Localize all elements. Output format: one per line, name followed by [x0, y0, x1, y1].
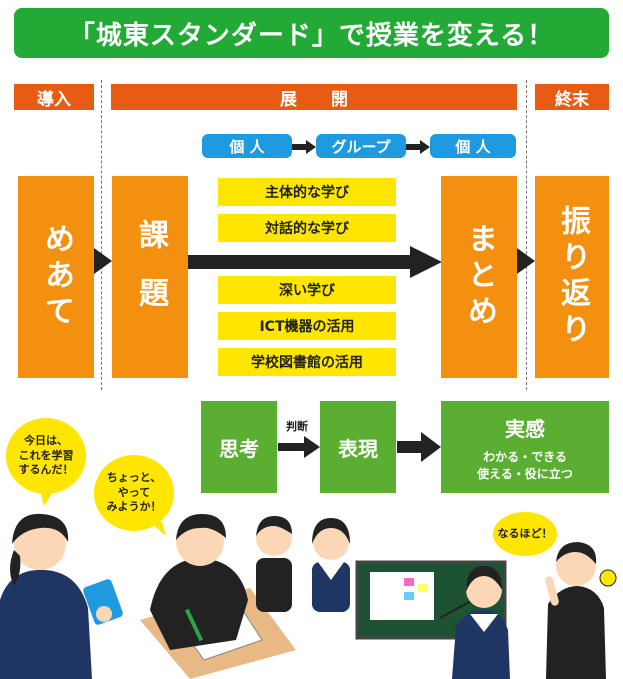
stage-summary-label: まとめ [462, 223, 497, 331]
learning-item-5: 学校図書館の活用 [218, 348, 396, 376]
phase-end: 終末 [535, 84, 609, 110]
process-judge-label: 判断 [286, 420, 308, 433]
divider-intro [101, 80, 102, 390]
speech-bubble-student: なるほど！ [493, 512, 557, 556]
stage-reflect: 振り返り [535, 176, 609, 378]
phase-intro-label: 導入 [37, 89, 71, 110]
learning-item-4-label: ICT機器の活用 [259, 319, 355, 335]
bubble-tail-2 [150, 522, 166, 536]
speech-bubble-teacher-2-text: ちょっと、 やって みようか！ [106, 470, 162, 514]
stage-goal: めあて [18, 176, 94, 378]
process-think-label: 思考 [219, 436, 259, 461]
arrow-think-express [278, 436, 320, 458]
phase-develop-label: 展 開 [280, 89, 348, 110]
speech-bubble-teacher-text: 今日は、 これを学習 するんだ！ [18, 433, 74, 477]
pill-individual-1: 個 人 [202, 134, 292, 158]
arrow-task-summary [188, 246, 442, 278]
process-realize-line2: 使える・役に立つ [477, 466, 573, 481]
process-express: 表現 [320, 401, 396, 493]
learning-item-1-label: 主体的な学び [265, 185, 349, 201]
teacher-figure [0, 513, 123, 679]
arrow-goal-task [94, 248, 112, 274]
stage-task: 課題 [112, 176, 188, 378]
process-think: 思考 [201, 401, 277, 493]
presenting-student [452, 566, 510, 679]
stage-reflect-label: 振り返り [555, 205, 590, 349]
phase-develop: 展 開 [111, 84, 517, 110]
learning-item-2: 対話的な学び [218, 214, 396, 242]
process-realize: 実感 わかる・できる 使える・役に立つ [441, 401, 609, 493]
stage-goal-label: めあて [39, 223, 74, 331]
classroom-illustration [0, 513, 617, 679]
pill-group-label: グループ [331, 137, 391, 156]
pill-individual-2: 個 人 [430, 134, 516, 158]
writing-student [140, 514, 296, 679]
pill-arrow-2 [406, 140, 430, 154]
learning-item-4: ICT機器の活用 [218, 312, 396, 340]
learning-item-3: 深い学び [218, 276, 396, 304]
learning-item-3-label: 深い学び [279, 283, 335, 299]
speech-bubble-student-text: なるほど！ [497, 526, 553, 540]
standing-students [256, 516, 350, 612]
speech-bubble-teacher-2: ちょっと、 やって みようか！ [94, 455, 174, 531]
stage-summary: まとめ [441, 176, 517, 378]
bubble-tail-1 [40, 490, 54, 506]
pill-individual-1-label: 個 人 [229, 137, 265, 156]
stage-task-label: 課題 [133, 219, 168, 335]
pill-arrow-1 [292, 140, 316, 154]
speech-bubble-teacher: 今日は、 これを学習 するんだ！ [6, 418, 86, 494]
phase-end-label: 終末 [555, 89, 589, 110]
pill-individual-2-label: 個 人 [455, 137, 491, 156]
phase-intro: 導入 [14, 84, 94, 110]
student-lightbulb [545, 542, 617, 679]
process-realize-line1: わかる・できる [483, 449, 567, 464]
arrow-summary-reflect [517, 248, 535, 274]
pill-group: グループ [316, 134, 406, 158]
banner-title: 「城東スタンダード」で授業を変える！ [68, 20, 555, 51]
title-banner: 「城東スタンダード」で授業を変える！ [14, 8, 609, 58]
process-realize-title: 実感 [505, 416, 545, 441]
divider-end [526, 80, 527, 390]
arrow-express-realize [397, 432, 441, 462]
process-express-label: 表現 [338, 436, 378, 461]
learning-item-1: 主体的な学び [218, 178, 396, 206]
learning-item-5-label: 学校図書館の活用 [251, 355, 363, 371]
learning-item-2-label: 対話的な学び [265, 221, 349, 237]
